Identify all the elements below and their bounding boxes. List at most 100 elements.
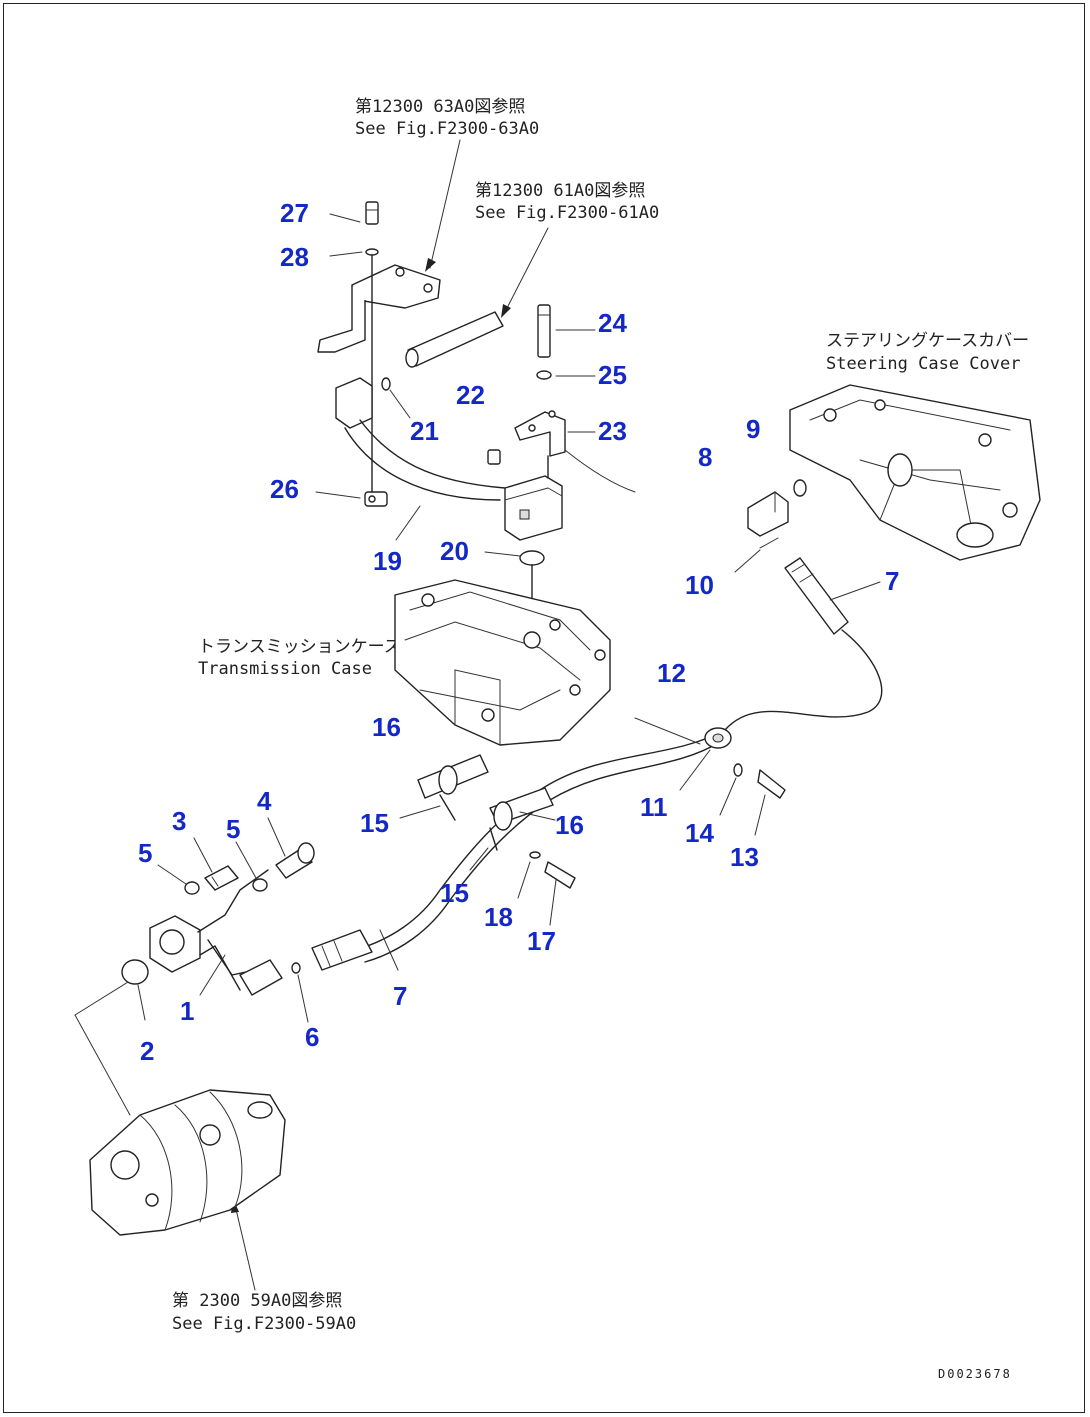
leader-7a	[829, 581, 881, 601]
leader-14	[719, 777, 737, 816]
callout-5-right: 5	[226, 814, 240, 844]
leader-15a	[399, 805, 441, 819]
callout-6: 6	[305, 1022, 319, 1052]
callout-11: 11	[640, 792, 668, 822]
callout-27: 27	[280, 198, 309, 228]
callout-1: 1	[180, 996, 194, 1026]
clamp-12-leader	[634, 717, 701, 745]
ref-shift-rod-arrow	[501, 304, 511, 318]
oring-5-right	[252, 878, 268, 892]
pipe-1	[149, 869, 283, 996]
callout-17: 17	[527, 926, 556, 956]
oring-2-leader-b	[74, 1014, 131, 1116]
ref-shift-rod-leader	[504, 227, 549, 313]
callout-15-lower: 15	[440, 878, 469, 908]
ref-top-bracket-leader	[429, 139, 461, 269]
bracket-16-upper	[417, 754, 489, 799]
leader-10	[734, 549, 761, 573]
callout-8: 8	[698, 442, 712, 472]
bolt-22	[487, 449, 501, 465]
ref-top-bracket-en: See Fig.F2300-63A0	[355, 119, 539, 139]
callout-13: 13	[730, 842, 759, 872]
oring-2-leader-a	[74, 981, 129, 1016]
clip-15-upper	[439, 794, 456, 821]
sensor-8	[747, 491, 789, 537]
callout-18: 18	[484, 902, 513, 932]
leader-19	[395, 505, 421, 541]
leader-16b	[519, 811, 556, 821]
bracket-23	[514, 410, 566, 457]
leader-28	[329, 251, 363, 257]
bolt-27	[365, 201, 379, 225]
callout-26: 26	[270, 474, 299, 504]
ref-pump-jp: 第 2300 59A0図参照	[172, 1291, 342, 1311]
leader-15b	[469, 847, 489, 871]
bracket-23-edge	[564, 449, 636, 493]
leader-4	[267, 817, 286, 857]
leader-21	[389, 389, 411, 419]
hose-7-upper-end	[784, 557, 849, 635]
ref-shift-rod-jp: 第12300 61A0図参照	[475, 181, 645, 201]
ref-steering-jp: ステアリングケースカバー	[826, 331, 1029, 351]
steering-case-cover	[789, 384, 1041, 561]
clip-15-lower	[489, 827, 498, 851]
leader-17	[549, 879, 557, 926]
hose-7-main	[354, 729, 726, 951]
callout-25: 25	[598, 360, 627, 390]
callout-14: 14	[685, 818, 714, 848]
hose-7-lower-end	[311, 929, 373, 971]
leader-26	[315, 491, 361, 499]
bracket-top	[317, 264, 441, 353]
fitting-4	[275, 842, 315, 879]
pin-10	[759, 537, 779, 549]
callout-3: 3	[172, 806, 186, 836]
ref-steering-en: Steering Case Cover	[826, 354, 1020, 374]
ref-top-bracket-arrow	[425, 258, 436, 272]
callout-22: 22	[456, 380, 485, 410]
leader-13	[754, 794, 766, 836]
callout-19: 19	[373, 546, 402, 576]
callout-21: 21	[410, 416, 439, 446]
callout-7-upper: 7	[885, 566, 899, 596]
leader-3	[193, 837, 213, 873]
block-20	[504, 475, 563, 541]
pump	[89, 1089, 286, 1236]
bracket-16-lower	[489, 787, 554, 831]
callout-9: 9	[746, 414, 760, 444]
drawing-code: D0023678	[938, 1367, 1012, 1381]
bolt-13	[757, 769, 786, 799]
callout-20: 20	[440, 536, 469, 566]
fitting-3	[204, 865, 239, 891]
callout-24: 24	[598, 308, 627, 338]
callout-4: 4	[257, 786, 272, 816]
leader-18	[517, 861, 531, 899]
fitting-26	[364, 491, 388, 507]
ref-pump-leader	[234, 1204, 256, 1291]
callout-16-lower: 16	[555, 810, 584, 840]
leader-7b	[379, 929, 399, 971]
oring-2	[121, 959, 149, 985]
washer-25	[536, 370, 552, 380]
leader-5a	[157, 864, 187, 885]
callout-7-lower: 7	[393, 981, 407, 1011]
ref-transmission-jp: トランスミッションケース	[198, 637, 401, 657]
clamp-12	[704, 727, 732, 749]
callout-5-left: 5	[138, 838, 152, 868]
callout-15-upper: 15	[360, 808, 389, 838]
oring-9	[793, 479, 807, 497]
hose-7-main-lower	[364, 741, 721, 963]
bolt-24	[537, 304, 551, 358]
leader-2	[137, 984, 146, 1021]
callout-28: 28	[280, 242, 309, 272]
callout-23: 23	[598, 416, 627, 446]
bolt-17	[544, 861, 576, 889]
leader-5b	[235, 841, 257, 879]
washer-28	[365, 248, 379, 256]
transmission-case	[394, 579, 611, 746]
oring-5-left	[184, 881, 200, 895]
ref-pump-en: See Fig.F2300-59A0	[172, 1314, 356, 1334]
leader-11	[679, 749, 711, 791]
callout-2: 2	[140, 1036, 154, 1066]
ref-top-bracket-jp: 第12300 63A0図参照	[355, 97, 525, 117]
